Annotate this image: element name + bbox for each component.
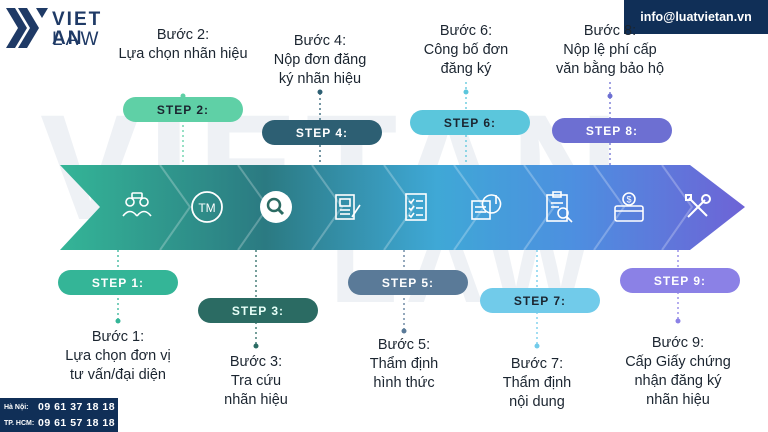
step-6-desc-line2: đăng ký: [440, 61, 492, 77]
svg-text:$: $: [626, 195, 631, 205]
logo-text-line1: VIET AN: [52, 9, 103, 49]
email-badge[interactable]: info@luatvietan.vn: [624, 0, 768, 34]
step-9-desc-line1: Cấp Giấy chứng: [625, 354, 731, 370]
step-9-title: Bước 9:: [651, 335, 705, 351]
step-8-desc-line2: văn bằng bảo hộ: [555, 61, 665, 77]
step-1-caption: Bước 1: Lựa chọn đơn vị tư vấn/đại diện: [43, 328, 193, 385]
hcm-phone[interactable]: 09 61 57 18 18: [38, 417, 116, 429]
step-4-desc-line2: ký nhãn hiệu: [278, 71, 362, 87]
step-9-caption: Bước 9: Cấp Giấy chứng nhận đăng ký nhãn…: [603, 334, 753, 410]
step-8-caption: Bước 8: Nộp lệ phí cấp văn bằng bảo hộ: [535, 22, 685, 79]
step-3-desc-line1: Tra cứu: [230, 373, 282, 389]
step-6-caption: Bước 6: Công bố đơn đăng ký: [391, 22, 541, 79]
step-7-pill: STEP 7:: [480, 288, 600, 313]
step-1-title: Bước 1:: [91, 329, 145, 345]
payment-card-icon: $: [612, 190, 646, 224]
logo: VIET AN LAW: [6, 6, 136, 52]
step-4-caption: Bước 4: Nộp đơn đăng ký nhãn hiệu: [245, 32, 395, 89]
step-1-desc-line2: tư vấn/đại diện: [70, 367, 166, 383]
hanoi-phone[interactable]: 09 61 37 18 18: [38, 401, 116, 413]
search-icon: [259, 190, 293, 224]
step-7-title: Bước 7:: [510, 356, 564, 372]
tools-icon: [681, 190, 715, 224]
step-3-desc-line2: nhãn hiệu: [224, 392, 288, 408]
consultation-icon: [120, 190, 154, 224]
step-2-caption: Bước 2: Lựa chọn nhãn hiệu: [108, 26, 258, 64]
step-4-pill: STEP 4:: [262, 120, 382, 145]
step-1-desc-line1: Lựa chọn đơn vị: [65, 348, 171, 364]
phone-box: Hà Nội: 09 61 37 18 18 TP. HCM: 09 61 57…: [0, 398, 118, 432]
step-3-title: Bước 3:: [229, 354, 283, 370]
step-1-pill: STEP 1:: [58, 270, 178, 295]
step-5-pill: STEP 5:: [348, 270, 468, 295]
step-9-desc-line2: nhận đăng ký: [634, 373, 722, 389]
svg-text:TM: TM: [198, 201, 215, 215]
step-5-desc-line2: hình thức: [373, 375, 435, 391]
checklist-icon: [400, 190, 434, 224]
hanoi-label: Hà Nội:: [4, 403, 29, 411]
application-form-icon: [330, 190, 364, 224]
step-5-desc-line1: Thẩm định: [369, 356, 439, 372]
step-9-desc-line3: nhãn hiệu: [646, 392, 710, 408]
step-8-pill: STEP 8:: [552, 118, 672, 143]
step-2-desc-line1: Lựa chọn nhãn hiệu: [118, 46, 248, 62]
step-4-desc-line1: Nộp đơn đăng: [273, 52, 367, 68]
step-2-pill: STEP 2:: [123, 97, 243, 122]
logo-text-line2: LAW: [52, 29, 102, 50]
step-8-desc-line1: Nộp lệ phí cấp: [563, 42, 657, 58]
clipboard-search-icon: [542, 190, 576, 224]
step-7-desc-line1: Thẩm định: [502, 375, 572, 391]
step-7-desc-line2: nội dung: [509, 394, 565, 410]
step-7-caption: Bước 7: Thẩm định nội dung: [462, 355, 612, 412]
step-6-title: Bước 6:: [439, 23, 493, 39]
publish-chart-icon: [470, 190, 504, 224]
step-6-desc-line1: Công bố đơn: [423, 42, 509, 58]
step-9-pill: STEP 9:: [620, 268, 740, 293]
trademark-icon: TM: [190, 190, 224, 224]
step-4-title: Bước 4:: [293, 33, 347, 49]
step-3-pill: STEP 3:: [198, 298, 318, 323]
hcm-label: TP. HCM:: [4, 419, 35, 427]
step-5-caption: Bước 5: Thẩm định hình thức: [329, 336, 479, 393]
step-2-title: Bước 2:: [156, 27, 210, 43]
step-5-title: Bước 5:: [377, 337, 431, 353]
step-8-title: Bước 8:: [583, 23, 637, 39]
step-3-caption: Bước 3: Tra cứu nhãn hiệu: [181, 353, 331, 410]
step-6-pill: STEP 6:: [410, 110, 530, 135]
logo-mark-icon: [6, 8, 48, 48]
